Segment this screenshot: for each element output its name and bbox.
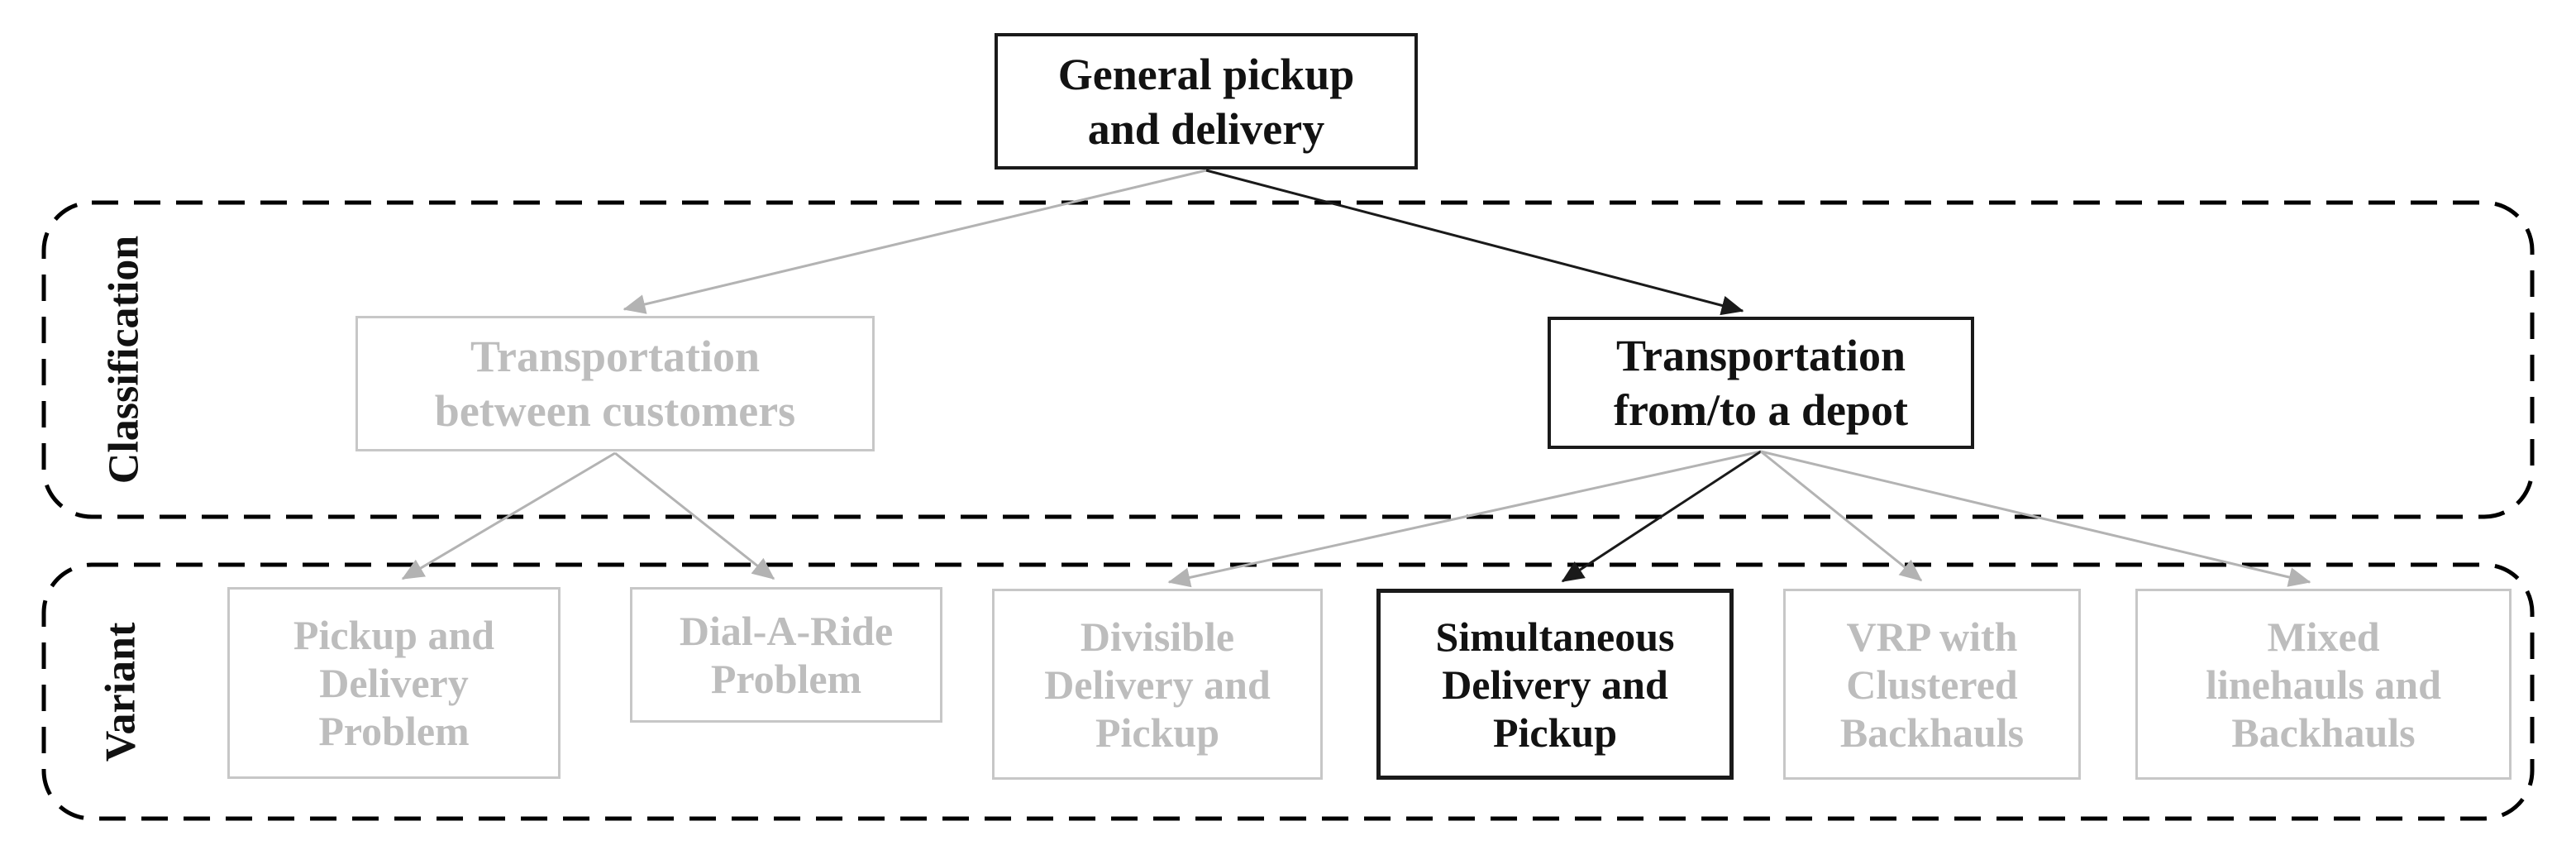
node-label-line: from/to a depot (1614, 385, 1908, 435)
edge-root-to-customers (623, 169, 1207, 314)
node-divisible-delivery-and-pickup: Divisible Delivery and Pickup (992, 589, 1323, 780)
node-label-line: Pickup (1095, 709, 1220, 756)
node-label-line: General pickup (1057, 49, 1355, 99)
node-label-line: Mixed (2267, 613, 2380, 660)
node-simultaneous-delivery-and-pickup: Simultaneous Delivery and Pickup (1376, 589, 1734, 780)
edge-root-to-depot (1205, 169, 1744, 316)
edge-depot-to-vrpcb (1760, 450, 1923, 582)
node-label-line: VRP with (1846, 613, 2018, 660)
node-label-line: Pickup and (293, 612, 495, 658)
node-label-line: Transportation (1615, 331, 1906, 380)
node-label-line: Transportation (470, 332, 761, 381)
edge-depot-to-ddp (1167, 450, 1762, 588)
classification-band-outline (41, 200, 2535, 519)
node-label-line: Delivery and (1044, 661, 1271, 708)
node-label-line: Dial-A-Ride (679, 608, 894, 654)
edge-depot-to-sdp (1561, 450, 1762, 583)
node-transportation-from-to-a-depot: Transportation from/to a depot (1548, 317, 1974, 449)
node-label-line: linehauls and (2206, 661, 2441, 708)
node-label-line: Delivery (319, 660, 469, 706)
node-label-line: Problem (710, 656, 862, 702)
node-pickup-and-delivery-problem: Pickup and Delivery Problem (227, 587, 561, 779)
edge-customers-to-pdp (401, 451, 616, 580)
node-label-line: and delivery (1087, 103, 1325, 154)
node-label-line: Simultaneous (1435, 613, 1675, 660)
node-mixed-linehauls-and-backhauls: Mixed linehauls and Backhauls (2135, 589, 2512, 780)
edge-depot-to-mlb (1760, 450, 2311, 587)
variant-band-label: Variant (97, 622, 145, 762)
node-label-line: Backhauls (2231, 709, 2416, 756)
node-label-line: Clustered (1846, 661, 2018, 708)
node-label-line: Divisible (1080, 613, 1235, 660)
node-label-line: Pickup (1492, 709, 1618, 756)
node-general-pickup-and-delivery: General pickup and delivery (995, 33, 1418, 170)
node-label-line: Delivery and (1442, 661, 1668, 708)
classification-band-label: Classification (100, 235, 148, 485)
node-label-line: Backhauls (1839, 709, 2025, 756)
node-transportation-between-customers: Transportation between customers (355, 316, 875, 451)
edge-customers-to-darp (614, 451, 775, 580)
node-dial-a-ride-problem: Dial-A-Ride Problem (630, 587, 942, 723)
node-label-line: between customers (434, 386, 796, 436)
node-vrp-with-clustered-backhauls: VRP with Clustered Backhauls (1783, 589, 2081, 780)
node-label-line: Problem (318, 708, 470, 754)
variant-band-outline (41, 562, 2535, 821)
